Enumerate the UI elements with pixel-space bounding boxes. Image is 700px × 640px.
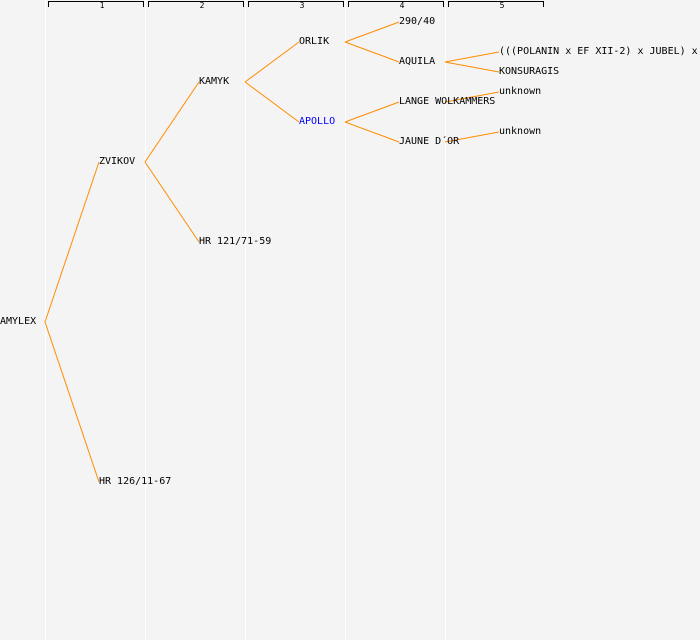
node-aquila[interactable]: AQUILA: [399, 56, 436, 67]
column-divider: [245, 0, 246, 640]
generation-bracket: [448, 1, 544, 7]
connector-line: [444, 61, 500, 73]
connector-line: [244, 41, 300, 83]
generation-header-2: 2: [199, 1, 205, 10]
generation-bracket: [248, 1, 344, 7]
node-kamyk[interactable]: KAMYK: [199, 76, 230, 87]
node-lange-wolkammers[interactable]: LANGE WOLKAMMERS: [399, 96, 496, 107]
node-orlik[interactable]: ORLIK: [299, 36, 330, 47]
node-hr121[interactable]: HR 121/71-59: [199, 236, 272, 247]
node-290-40[interactable]: 290/40: [399, 16, 436, 27]
connector-line: [344, 121, 400, 143]
connector-line: [144, 161, 200, 243]
connector-line: [344, 21, 400, 43]
connector-line: [344, 41, 400, 63]
node-hr126[interactable]: HR 126/11-67: [99, 476, 172, 487]
connector-line: [244, 81, 300, 123]
node-apollo[interactable]: APOLLO: [299, 116, 336, 127]
connector-line: [144, 81, 200, 163]
connector-line: [44, 161, 100, 323]
generation-header-1: 1: [99, 1, 105, 10]
node-amylex[interactable]: AMYLEX: [0, 316, 37, 327]
connector-line: [444, 131, 500, 143]
connector-line: [44, 321, 100, 483]
node-unknown[interactable]: unknown: [499, 126, 542, 137]
column-divider: [445, 0, 446, 640]
node-jaune-dor[interactable]: JAUNE D´OR: [399, 136, 460, 147]
node-polanin-cross[interactable]: (((POLANIN x EF XII-2) x JUBEL) x: [499, 46, 698, 57]
node-unknown[interactable]: unknown: [499, 86, 542, 97]
generation-header-4: 4: [399, 1, 405, 10]
column-divider: [145, 0, 146, 640]
generation-bracket: [148, 1, 244, 7]
connector-line: [444, 91, 500, 103]
generation-bracket: [48, 1, 144, 7]
column-divider: [345, 0, 346, 640]
node-konsuragis[interactable]: KONSURAGIS: [499, 66, 560, 77]
generation-header-5: 5: [499, 1, 505, 10]
generation-header-3: 3: [299, 1, 305, 10]
node-zvikov[interactable]: ZVIKOV: [99, 156, 136, 167]
connector-line: [444, 51, 500, 63]
generation-bracket: [348, 1, 444, 7]
connector-line: [344, 101, 400, 123]
